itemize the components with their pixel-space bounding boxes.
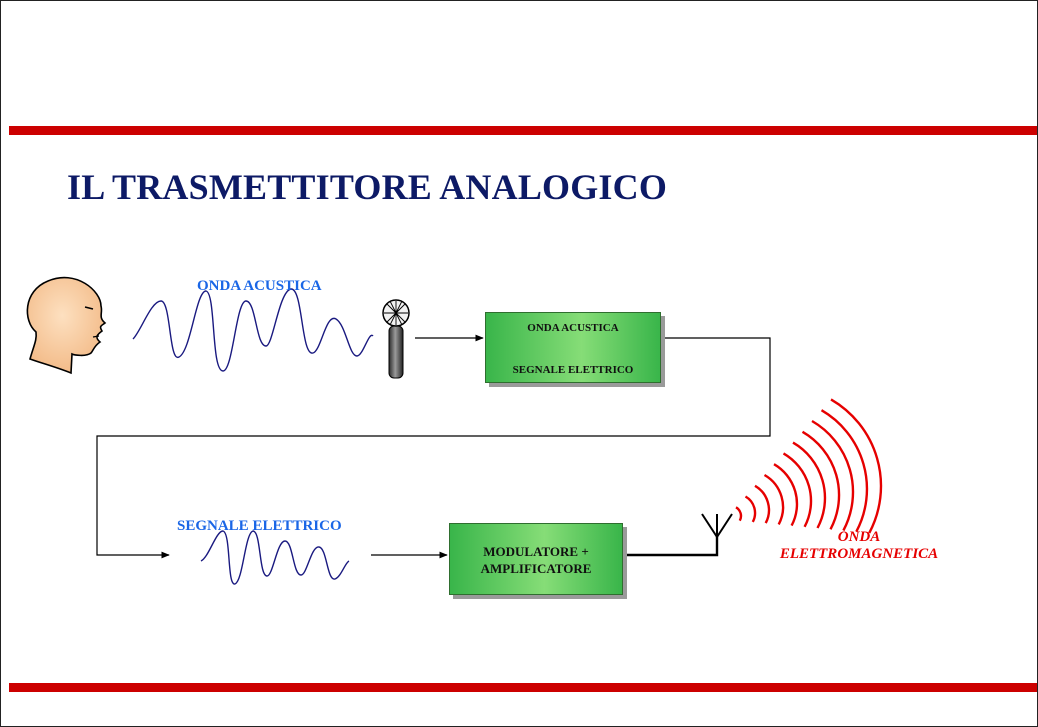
em-wave-arc	[801, 430, 841, 530]
transducer-input-label: ONDA ACUSTICA	[527, 322, 619, 334]
electric-waveform	[200, 530, 350, 585]
em-wave-arc	[763, 473, 785, 525]
slide-title: IL TRASMETTITORE ANALOGICO	[67, 167, 668, 207]
modulator-block: MODULATORE + AMPLIFICATORE	[449, 523, 623, 595]
head-icon	[26, 276, 107, 375]
em-wave-label-line2: ELETTROMAGNETICA	[779, 546, 939, 562]
em-wave-arc	[830, 398, 883, 534]
em-wave-arc	[744, 495, 757, 523]
transducer-output-label: SEGNALE ELETTRICO	[512, 364, 634, 376]
em-wave-arc	[735, 506, 743, 522]
electric-signal-label: SEGNALE ELETTRICO	[177, 518, 342, 534]
em-wave-label-line1: ONDA	[837, 529, 881, 545]
em-wave-arc	[792, 441, 827, 529]
microphone-icon	[382, 299, 410, 379]
acoustic-waveform	[132, 288, 374, 372]
em-wave-arc	[782, 452, 813, 528]
em-wave-arc	[811, 419, 855, 532]
modulator-line1: MODULATORE +	[483, 544, 589, 559]
antenna-icon	[701, 513, 733, 538]
modulator-line2: AMPLIFICATORE	[480, 561, 592, 576]
em-wave-arc	[820, 409, 869, 533]
em-wave-label: ONDA ELETTROMAGNETICA	[767, 529, 951, 563]
em-wave-arc	[773, 463, 799, 527]
acoustic-wave-label: ONDA ACUSTICA	[197, 278, 322, 294]
top-accent-bar	[9, 126, 1037, 135]
em-wave-arc	[754, 484, 771, 524]
transducer-block: ONDA ACUSTICA SEGNALE ELETTRICO	[485, 312, 661, 383]
bottom-accent-bar	[9, 683, 1037, 692]
